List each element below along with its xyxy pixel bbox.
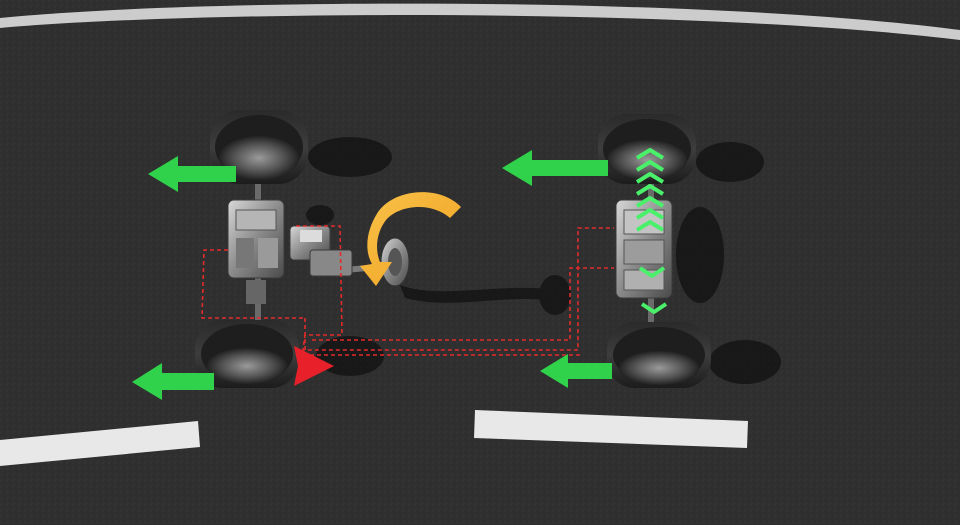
lane-marking-top [0, 3, 960, 40]
tire-front-right [195, 320, 299, 388]
tire-front-left [210, 110, 308, 184]
green-arrow-front-right [132, 363, 214, 400]
torque-chevrons-icon [635, 148, 668, 314]
green-arrow-rear-right [540, 354, 612, 388]
lane-marking-bottom-right [474, 410, 748, 448]
green-arrow-rear-left [502, 150, 608, 186]
lane-marking-bottom-left [0, 421, 200, 466]
yaw-arrow-icon [360, 192, 461, 286]
tire-rear-left [598, 114, 696, 184]
red-arrow-front-right-brake [294, 346, 334, 386]
tire-rear-right [607, 322, 711, 388]
green-arrow-front-left [148, 156, 236, 192]
